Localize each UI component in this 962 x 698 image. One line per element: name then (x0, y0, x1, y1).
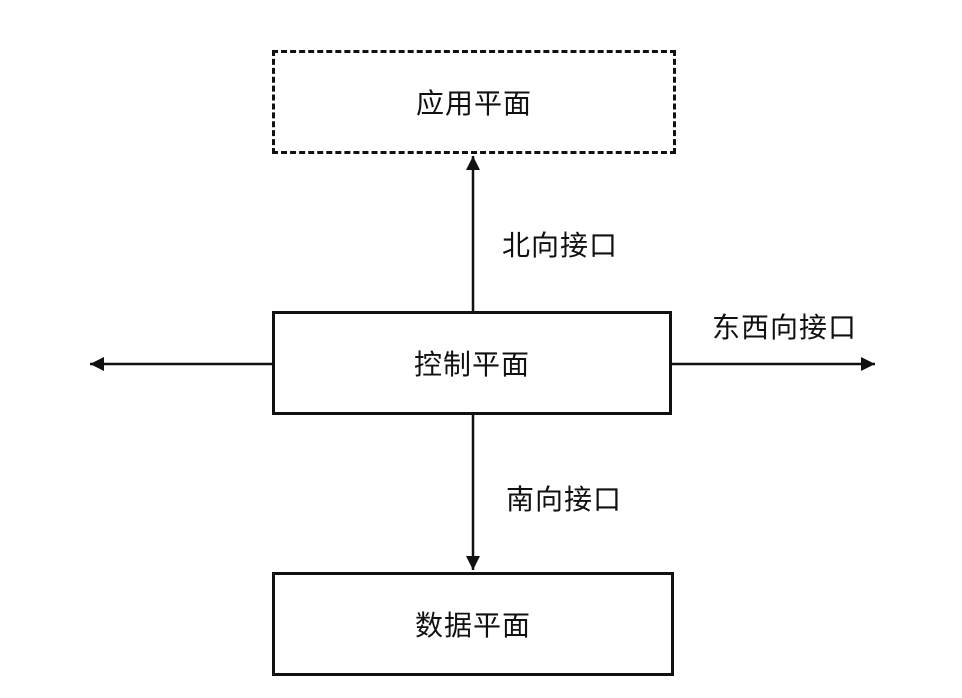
application-plane-box: 应用平面 (272, 50, 676, 154)
northbound-interface-label: 北向接口 (502, 229, 619, 262)
data-plane-label: 数据平面 (414, 609, 531, 642)
east-west-interface-label: 东西向接口 (712, 311, 858, 344)
data-plane-box: 数据平面 (272, 572, 674, 676)
southbound-interface-label: 南向接口 (506, 483, 623, 516)
control-plane-box: 控制平面 (272, 311, 672, 415)
control-plane-label: 控制平面 (413, 348, 530, 381)
application-plane-label: 应用平面 (415, 87, 532, 120)
